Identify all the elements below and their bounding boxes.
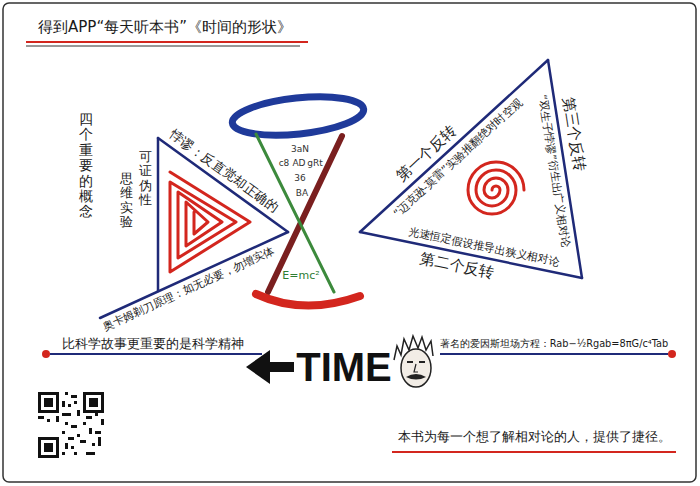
qr-finder	[83, 392, 104, 413]
qr-finder	[86, 395, 101, 410]
qr-finder	[89, 398, 98, 407]
qr-finder	[38, 392, 59, 413]
baseline	[440, 353, 668, 355]
qr-finder	[41, 440, 56, 455]
line-dot	[668, 350, 676, 358]
logo-word: TIME	[296, 343, 392, 391]
hourglass-bottom-arc	[256, 294, 360, 306]
vertical-heading: 可证伪性	[139, 150, 152, 207]
triangle-side	[157, 138, 160, 291]
triangle-side	[360, 60, 548, 232]
formula-scribble: AD	[292, 158, 305, 169]
formula-scribble: BA	[296, 188, 308, 199]
portrait-hair	[394, 336, 433, 360]
edge-text: 第二个反转	[419, 250, 496, 283]
formula-scribble: gRt	[307, 158, 323, 169]
caption-text: 本书为每一个想了解相对论的人，提供了捷径。	[398, 429, 671, 445]
formula-text: E=mc²	[282, 269, 319, 282]
edge-text: 奥卡姆剃刀原理：如无必要，勿增实体	[101, 244, 277, 334]
card-border	[3, 3, 696, 482]
triangle-group	[360, 60, 582, 278]
qr-finder	[44, 398, 53, 407]
vertical-heading: 思维实验	[120, 172, 133, 229]
vertical-heading: 四个重要的概念	[79, 112, 93, 220]
portrait-mustache	[406, 374, 426, 380]
title-underline	[26, 41, 308, 43]
formula-scribble: c8	[279, 158, 290, 169]
edge-text: 第一个反转	[392, 121, 459, 185]
qr-modules	[38, 392, 104, 455]
hourglass-diagonal	[256, 134, 334, 292]
arrow-shaft	[268, 362, 294, 372]
equation-text: 著名的爱因斯坦场方程：Rab−½Rgab=8πG/c⁴Tab	[440, 338, 669, 350]
qr-finder	[44, 443, 53, 452]
triangle-side	[100, 232, 288, 318]
formula-scribble: 3aN	[291, 144, 309, 155]
triangle-outline	[350, 48, 612, 298]
portrait-face	[401, 349, 431, 387]
hourglass-top-loop	[230, 91, 365, 141]
title-underline-thin	[26, 46, 300, 47]
portrait-eyes	[407, 361, 425, 363]
qr-finder	[41, 395, 56, 410]
edge-text: 悖谬：反直觉却正确的	[166, 126, 280, 215]
concept-triangle: 四个重要的概念 悖谬：反直觉却正确的 可证伪性思维实验奥卡姆剃刀原理：如无必要，勿增…	[60, 100, 305, 348]
line-dot	[42, 350, 50, 358]
spiral-symbol	[468, 162, 524, 214]
portrait-nose	[414, 364, 418, 372]
arrow-head	[246, 350, 270, 384]
title-text: 得到APP“每天听本书”《时间的形状》	[38, 18, 292, 36]
hourglass-diagonal	[268, 136, 342, 292]
qr-finder	[38, 437, 59, 458]
note-text: 比科学故事更重要的是科学精神	[62, 336, 244, 352]
caption-underline	[392, 451, 676, 453]
formula-scribble: 36	[294, 173, 305, 184]
concept-triangle: 第一个反转“迈克逊-莫雷”实验推翻绝对时空观第三个反转“双生子悖谬”衍生出广义相…	[350, 48, 612, 298]
baseline	[50, 353, 262, 355]
